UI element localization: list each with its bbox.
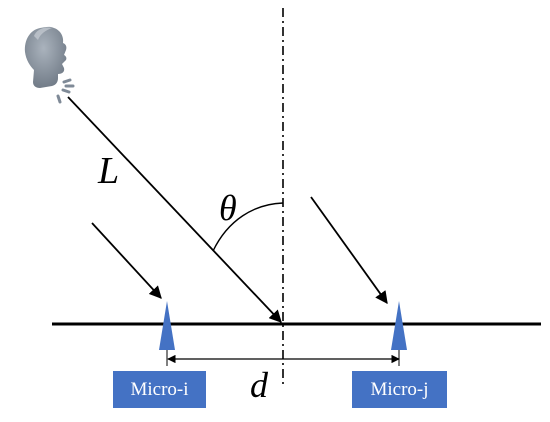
spacing-symbol: d xyxy=(250,365,268,405)
wave-arrow-left xyxy=(91,222,162,299)
wave-arrow-right xyxy=(310,196,388,305)
source-ray xyxy=(67,96,282,323)
microphone-i-label: Micro-i xyxy=(113,371,206,408)
angle-symbol: θ xyxy=(219,188,237,228)
microphone-j-label: Micro-j xyxy=(352,371,447,408)
speaking-head-icon xyxy=(24,26,75,104)
microphone-icon xyxy=(391,301,407,350)
angle-arc xyxy=(212,202,284,252)
microphone-icon xyxy=(159,301,175,350)
distance-symbol: L xyxy=(98,150,120,192)
